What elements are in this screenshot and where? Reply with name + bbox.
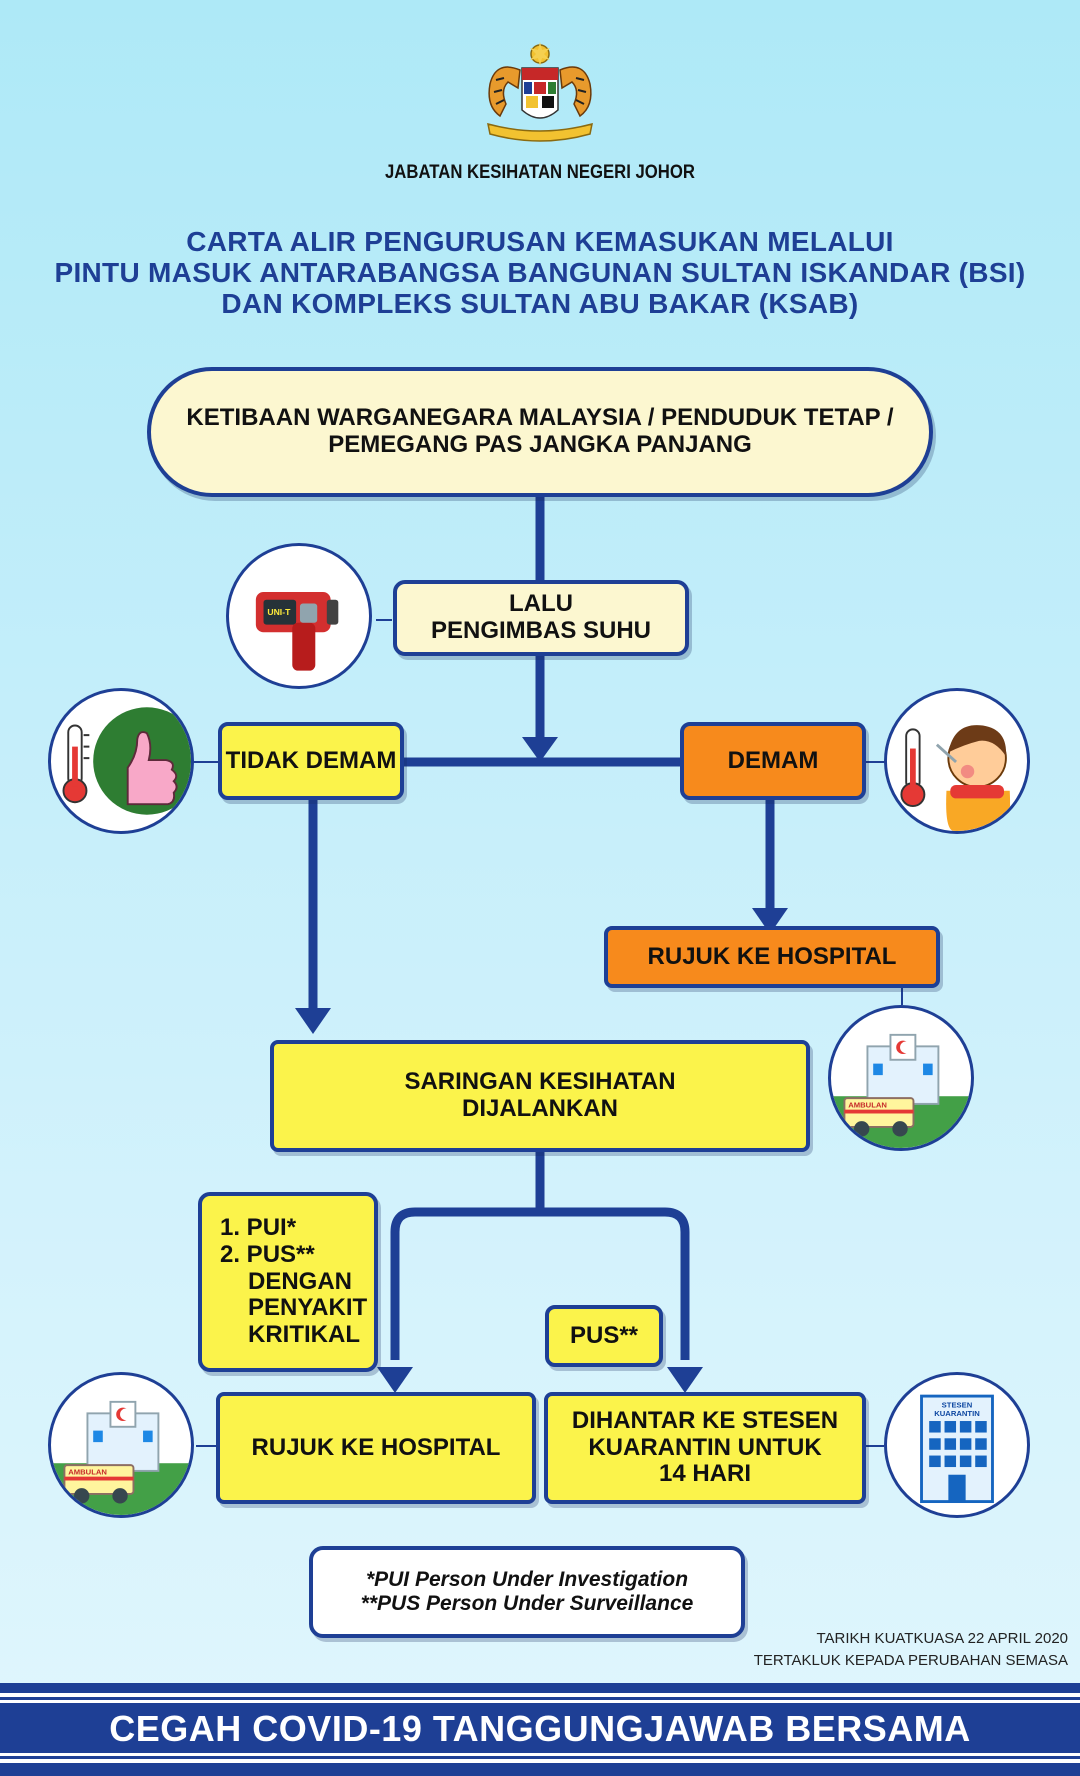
quarantine-building-label-2: KUARANTIN (934, 1409, 980, 1418)
screening-line-2: DIJALANKAN (462, 1095, 618, 1122)
title-line-3: DAN KOMPLEKS SULTAN ABU BAKAR (KSAB) (221, 288, 859, 319)
arrival-box: KETIBAAN WARGANEGARA MALAYSIA / PENDUDUK… (147, 367, 933, 497)
footer-stripe-bottom-2 (0, 1759, 1080, 1763)
thermometer-gun-illustration: UNI-T (226, 543, 372, 689)
pus-label-box: PUS** (545, 1305, 663, 1367)
arrow-down-hospital-final (377, 1367, 413, 1393)
hospital-ambulance-illustration-1: AMBULAN (828, 1005, 974, 1151)
quarantine-building-label-1: STESEN (942, 1401, 973, 1410)
title-line-2: PINTU MASUK ANTARABANGSA BANGUNAN SULTAN… (54, 257, 1026, 288)
screening-box: SARINGAN KESIHATAN DIJALANKAN (270, 1040, 810, 1152)
fever-box: DEMAM (680, 722, 866, 800)
subject-to-change-note: TERTAKLUK KEPADA PERUBAHAN SEMASA (753, 1652, 1068, 1669)
refer-hospital-fever-label: RUJUK KE HOSPITAL (647, 942, 897, 970)
connector-branch-bracket (390, 1207, 690, 1360)
footer-stripe-bottom (0, 1753, 1080, 1756)
refer-hospital-final-box: RUJUK KE HOSPITAL (216, 1392, 536, 1504)
arrow-down-screening (295, 1008, 331, 1034)
organization-name: JABATAN KESIHATAN NEGERI JOHOR (385, 162, 695, 183)
thumbs-up-illustration (48, 688, 194, 834)
scanner-line-2: PENGIMBAS SUHU (430, 617, 652, 644)
criteria-list-box: 1. PUI* 2. PUS** DENGAN PENYAKIT KRITIKA… (198, 1192, 378, 1372)
criteria-item-2: 2. PUS** (220, 1240, 315, 1268)
effective-date-note: TARIKH KUATKUASA 22 APRIL 2020 (816, 1630, 1069, 1647)
quarantine-box: DIHANTAR KE STESEN KUARANTIN UNTUK 14 HA… (544, 1392, 866, 1504)
thermometer-brand-label: UNI-T (267, 607, 291, 617)
abbreviation-legend: *PUI Person Under Investigation **PUS Pe… (309, 1546, 745, 1638)
legend-pui: *PUI Person Under Investigation (365, 1568, 689, 1592)
temperature-scanner-box: LALU PENGIMBAS SUHU (393, 580, 689, 656)
pus-label: PUS** (569, 1321, 639, 1349)
coat-of-arms-logo (487, 42, 593, 142)
criteria-item-5: KRITIKAL (248, 1321, 360, 1349)
refer-hospital-fever-box: RUJUK KE HOSPITAL (604, 926, 940, 988)
hospital-ambulance-illustration-2: AMBULAN (48, 1372, 194, 1518)
criteria-item-4: PENYAKIT (248, 1294, 368, 1322)
arrow-down-junction (522, 737, 558, 762)
footer-slogan: CEGAH COVID-19 TANGGUNGJAWAB BERSAMA (109, 1708, 971, 1749)
screening-line-1: SARINGAN KESIHATAN (404, 1068, 676, 1096)
no-fever-box: TIDAK DEMAM (218, 722, 404, 800)
fever-label: DEMAM (727, 746, 819, 774)
footer-stripe-top-2 (0, 1700, 1080, 1703)
quarantine-building-illustration: STESEN KUARANTIN (884, 1372, 1030, 1518)
quarantine-line-3: 14 HARI (658, 1460, 752, 1488)
title-line-1: CARTA ALIR PENGURUSAN KEMASUKAN MELALUI (186, 226, 894, 257)
legend-pus: **PUS Person Under Surveillance (360, 1592, 694, 1615)
ambulance-label-1: AMBULAN (848, 1101, 887, 1110)
criteria-item-3: DENGAN (248, 1267, 353, 1295)
no-fever-label: TIDAK DEMAM (225, 746, 397, 774)
scanner-line-1: LALU (509, 590, 573, 618)
arrow-down-hospital-fever (752, 908, 788, 934)
criteria-item-1: 1. PUI* (220, 1213, 297, 1241)
quarantine-line-1: DIHANTAR KE STESEN (571, 1406, 839, 1434)
footer-stripe-top (0, 1693, 1080, 1697)
refer-hospital-final-label: RUJUK KE HOSPITAL (251, 1433, 501, 1461)
ambulance-label-2: AMBULAN (68, 1468, 107, 1477)
arrival-line-1: KETIBAAN WARGANEGARA MALAYSIA / PENDUDUK… (186, 404, 894, 432)
arrival-line-2: PEMEGANG PAS JANGKA PANJANG (328, 431, 752, 458)
quarantine-line-2: KUARANTIN UNTUK (588, 1433, 822, 1461)
arrow-down-quarantine (667, 1367, 703, 1393)
sick-person-illustration (884, 688, 1030, 834)
